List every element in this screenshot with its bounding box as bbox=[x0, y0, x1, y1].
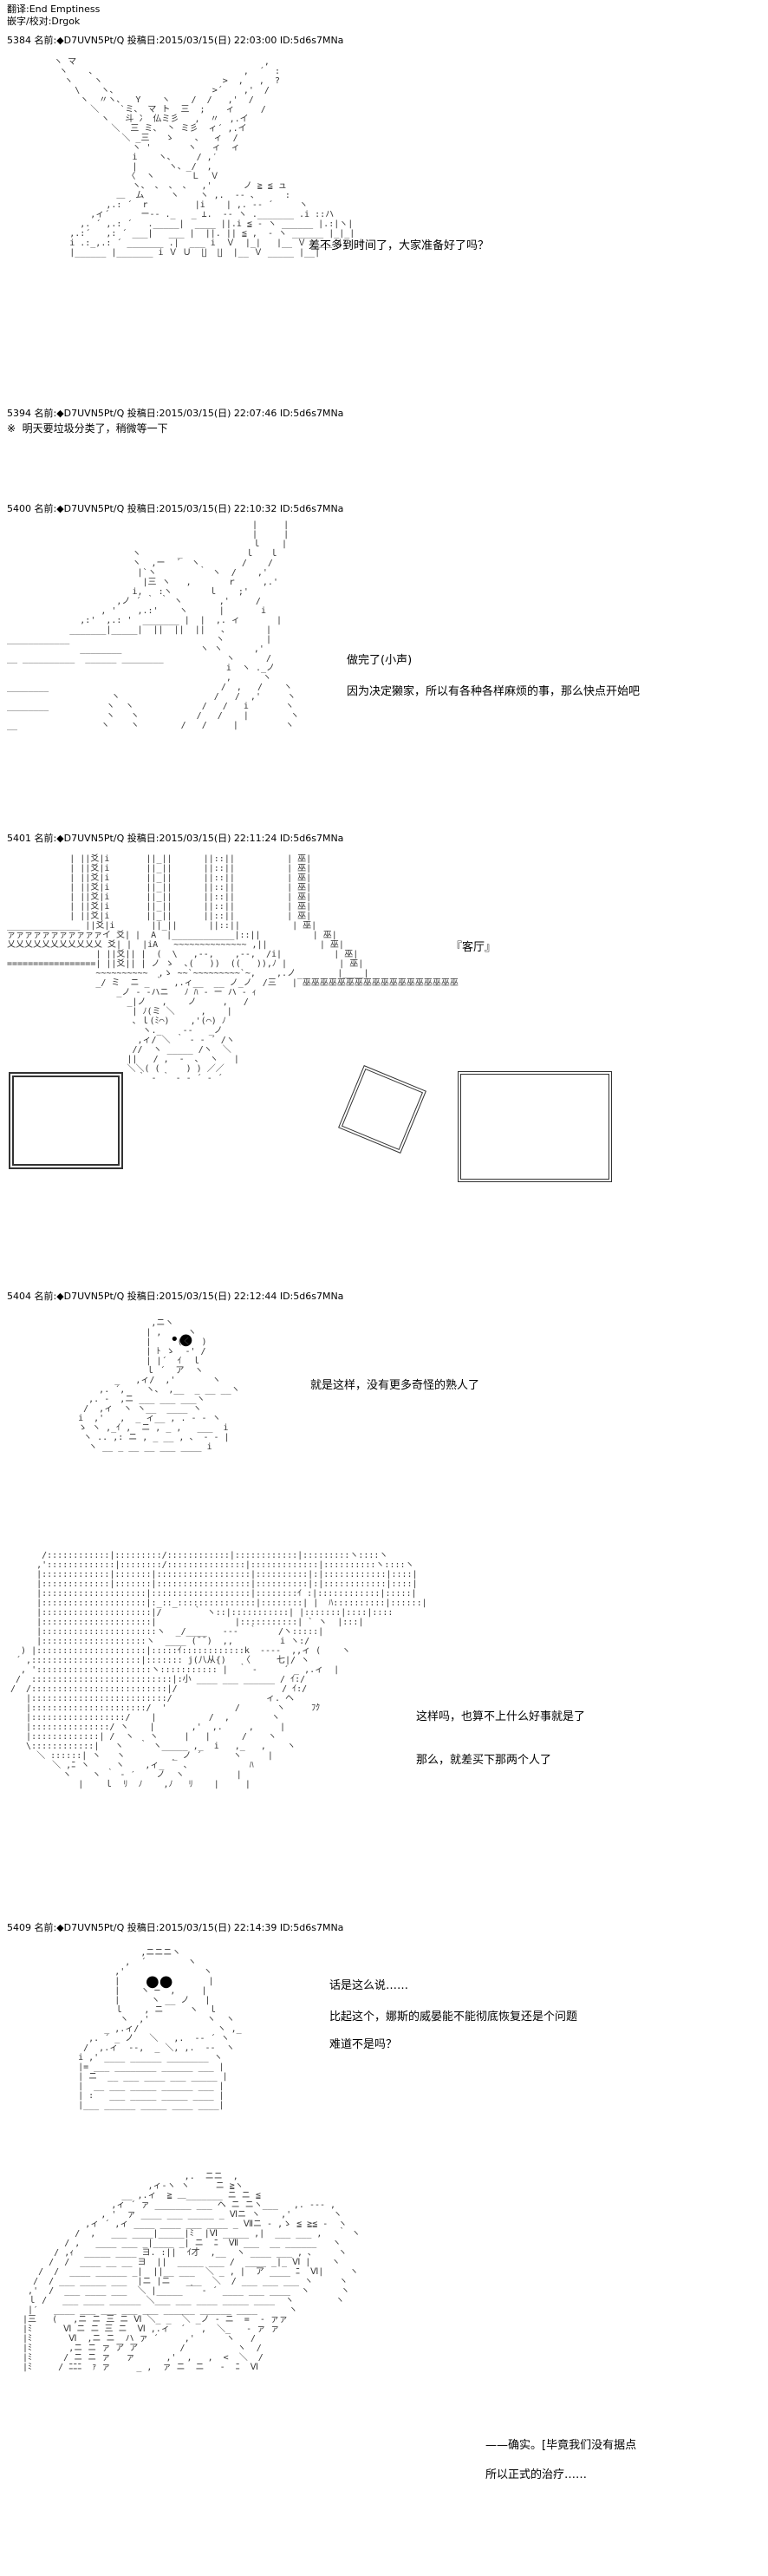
dialogue-line: 这样吗，也算不上什么好事就是了 bbox=[416, 1710, 586, 1723]
dialogue-line: 做完了(小声) bbox=[347, 654, 413, 667]
post-header: 5401 名前:◆D7UVN5Pt/Q 投稿日:2015/03/15(日) 22… bbox=[7, 833, 344, 844]
post-header: 5384 名前:◆D7UVN5Pt/Q 投稿日:2015/03/15(日) 22… bbox=[7, 35, 344, 46]
post-header: 5400 名前:◆D7UVN5Pt/Q 投稿日:2015/03/15(日) 22… bbox=[7, 503, 344, 514]
translator-credit: 翻译:End Emptiness bbox=[7, 3, 101, 15]
post-header: 5394 名前:◆D7UVN5Pt/Q 投稿日:2015/03/15(日) 22… bbox=[7, 408, 344, 419]
dialogue-line: 那么，就差买下那两个人了 bbox=[416, 1754, 552, 1767]
dialogue-line: 差不多到时间了，大家准备好了吗？ bbox=[309, 239, 490, 252]
dialogue-line: 就是这样，没有更多奇怪的熟人了 bbox=[310, 1379, 480, 1392]
ascii-art-character-large: /::::::::::::|:::::::::/::::::::::::|:::… bbox=[10, 1551, 427, 1789]
ascii-art-character-bust: ,ニニニヽ , ´ ヽ ,' ヽ | | | ヽ ─ , | | ヽ __ ノ … bbox=[78, 1948, 242, 2110]
eyes-icon: ●● bbox=[146, 1972, 173, 1991]
ascii-art-dragon-rider: ,. ニニ , ,ィ‐ヽ ヽ ニ ≧ヽ __ ,.ィ ≧ ＿_______ ニ … bbox=[23, 2172, 361, 2372]
ascii-art-character-small: ,ニヽ | , ヽ | (く ) | ﾄ ゝ ‐' / | |´ ｲ ｌ ｌ ´… bbox=[78, 1318, 240, 1452]
dialogue-line: ——确实。[毕竟我们没有据点 bbox=[485, 2439, 637, 2452]
dialogue-line: 比起这个，娜斯的威晏能不能彻底恢复还是个问题 bbox=[329, 2010, 578, 2024]
post-header: 5404 名前:◆D7UVN5Pt/Q 投稿日:2015/03/15(日) 22… bbox=[7, 1291, 344, 1302]
dialogue-line: 难道不是吗？ bbox=[329, 2038, 398, 2051]
dialogue-line: 所以正式的治疗…… bbox=[485, 2468, 588, 2481]
picture-frame-right bbox=[458, 1071, 612, 1182]
post-note: ※ 明天要垃圾分类了，稍微等一下 bbox=[7, 422, 168, 435]
ascii-art-rabbit: ヽ マ , ヽ 、 , ´ : ヽ ヽ > , , ? \ ヽ、 >´ ,' / bbox=[54, 57, 364, 258]
picture-frame-left bbox=[9, 1072, 123, 1169]
proofreader-credit: 嵌字/校对:Drgok bbox=[7, 16, 81, 27]
ascii-art-living-room: | ||爻|i ||_|| ||::|| | 巫| | ||爻|i ||_|| … bbox=[7, 854, 459, 1083]
ascii-art-rabbit-side: | | | | ｌ | ヽ _ ｌ ｌ ヽ ,ー ´ bbox=[7, 520, 300, 730]
dialogue-line: 『客厅』 bbox=[451, 941, 497, 954]
post-header: 5409 名前:◆D7UVN5Pt/Q 投稿日:2015/03/15(日) 22… bbox=[7, 1922, 344, 1933]
dialogue-line: 因为决定獭家，所以有各种各样麻烦的事，那么快点开始吧 bbox=[347, 685, 641, 698]
eyes-icon: •● bbox=[170, 1330, 193, 1349]
dialogue-line: 话是这么说…… bbox=[329, 1979, 409, 1992]
